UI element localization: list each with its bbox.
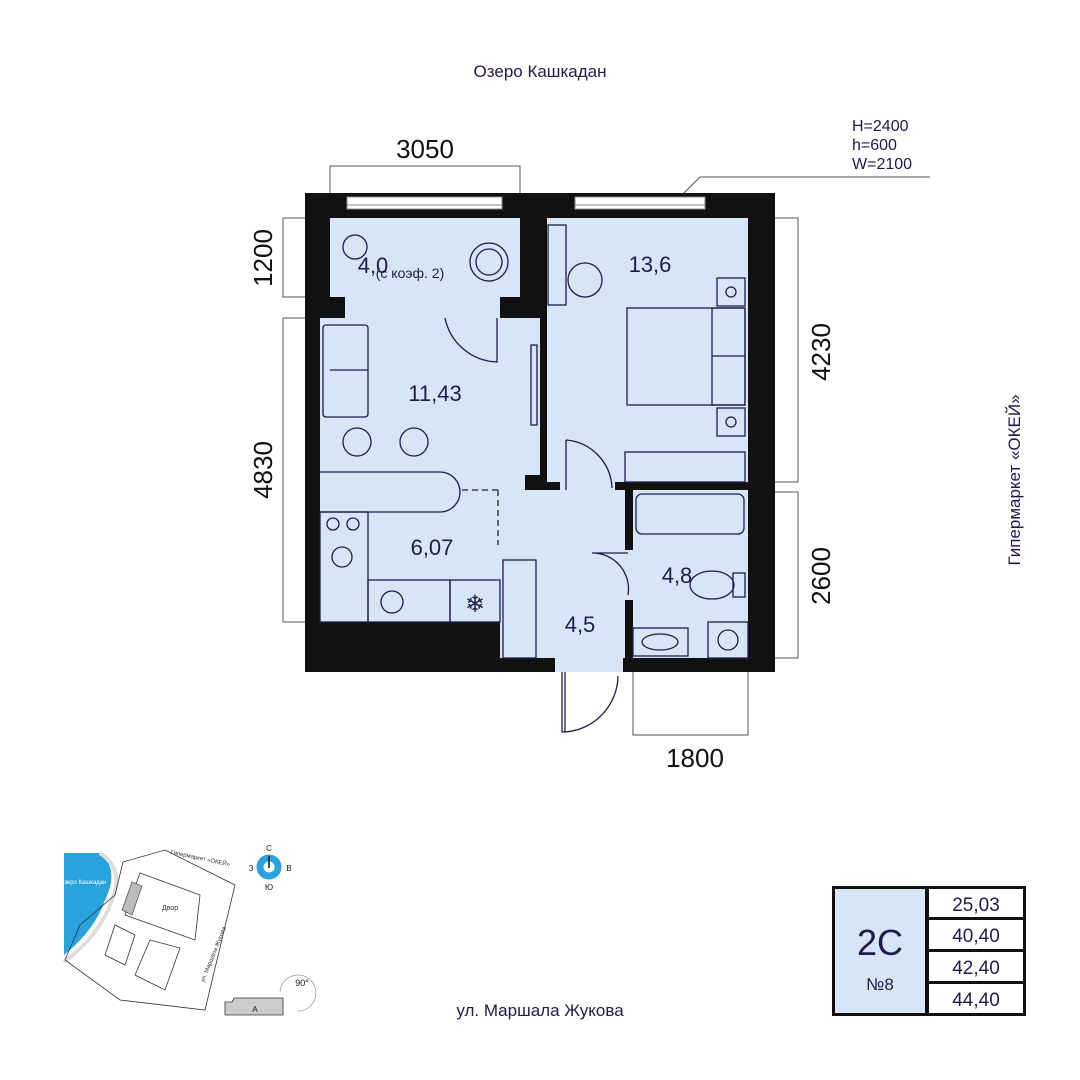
apartment-type: 2С bbox=[857, 922, 903, 963]
bottom-street-label: ул. Маршала Жукова bbox=[456, 1001, 624, 1020]
svg-text:ул. Маршала Жукова: ул. Маршала Жукова bbox=[200, 926, 228, 984]
area-3: 42,40 bbox=[952, 958, 1000, 979]
svg-text:В: В bbox=[286, 864, 291, 873]
area-1: 25,03 bbox=[952, 895, 1000, 916]
furniture: ❄ bbox=[319, 224, 749, 659]
dim-left-bottom: 4830 bbox=[248, 441, 278, 499]
svg-text:Ю: Ю bbox=[265, 883, 273, 892]
kitchen-area: 6,07 bbox=[411, 535, 454, 560]
top-street-label: Озеро Кашкадан bbox=[474, 62, 607, 81]
svg-text:H=2400: H=2400 bbox=[852, 118, 909, 135]
doors bbox=[444, 317, 630, 733]
balcony-area: 4,0 bbox=[358, 253, 389, 278]
dim-right-bottom: 2600 bbox=[806, 547, 836, 605]
freezer-icon: ❄ bbox=[465, 591, 485, 618]
hall-area: 4,5 bbox=[565, 612, 596, 637]
right-street-label: Гипермаркет «ОКЕЙ» bbox=[1005, 394, 1024, 565]
dim-left-top: 1200 bbox=[248, 229, 278, 287]
svg-text:С: С bbox=[266, 844, 272, 853]
svg-text:Двор: Двор bbox=[162, 905, 178, 912]
svg-text:А: А bbox=[252, 1005, 258, 1014]
svg-text:90°: 90° bbox=[295, 978, 309, 988]
balcony-note: (с коэф. 2) bbox=[376, 265, 445, 281]
room-bedroom bbox=[547, 218, 748, 482]
dim-top: 3050 bbox=[396, 134, 454, 164]
apartment-number: №8 bbox=[866, 975, 894, 994]
apartment-summary: 2С №8 25,03 40,40 42,40 44,40 bbox=[832, 886, 1026, 1016]
bedroom-area: 13,6 bbox=[629, 252, 672, 277]
dim-right-top: 4230 bbox=[806, 323, 836, 381]
area-2: 40,40 bbox=[952, 926, 1000, 947]
room-hall bbox=[500, 490, 625, 658]
dim-bottom: 1800 bbox=[666, 743, 724, 773]
room-kitchen bbox=[320, 475, 500, 622]
svg-text:З: З bbox=[249, 864, 254, 873]
svg-text:Гипермаркет «ОКЕЙ»: Гипермаркет «ОКЕЙ» bbox=[170, 848, 231, 869]
bathroom-area: 4,8 bbox=[662, 563, 693, 588]
window-spec: H=2400 h=600 W=2100 bbox=[852, 118, 912, 173]
site-map: Озеро Кашкадан Гипермаркет «ОКЕЙ» Двор у… bbox=[60, 844, 317, 1016]
svg-text:Озеро Кашкадан: Озеро Кашкадан bbox=[60, 880, 107, 886]
svg-text:h=600: h=600 bbox=[852, 137, 897, 154]
living-area: 11,43 bbox=[408, 381, 461, 406]
svg-text:W=2100: W=2100 bbox=[852, 156, 912, 173]
windows bbox=[346, 196, 706, 210]
area-4: 44,40 bbox=[952, 990, 1000, 1011]
